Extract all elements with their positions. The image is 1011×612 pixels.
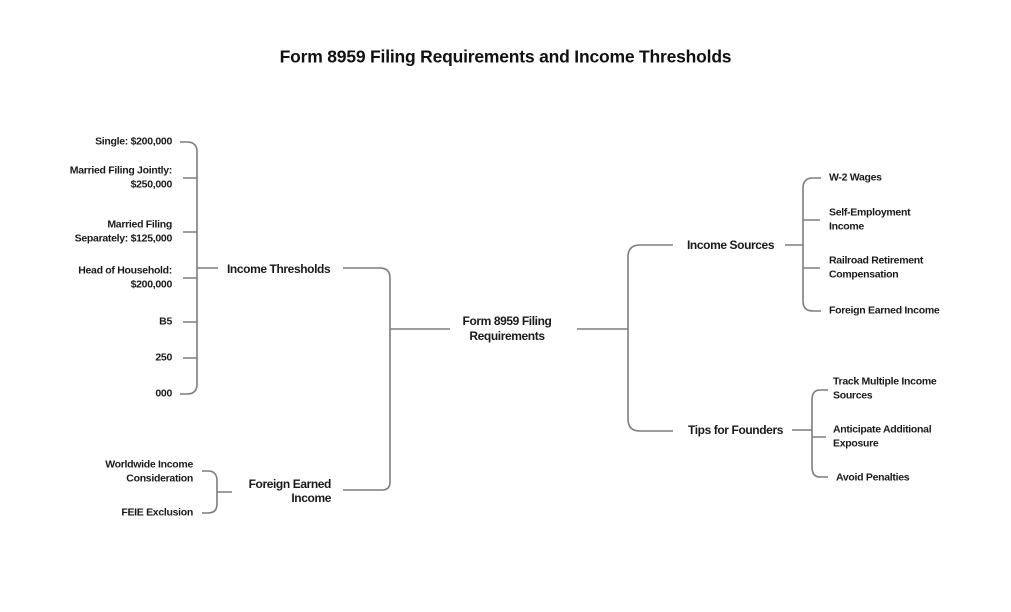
diagram-title: Form 8959 Filing Requirements and Income…: [279, 46, 732, 67]
node-income-thresholds: Income Thresholds: [227, 262, 331, 276]
connector-foreign-earned-children-bracket: [202, 470, 232, 514]
connector-income-thresholds-children-bracket: [180, 141, 198, 395]
node-b5: B5: [159, 315, 172, 328]
node-single-threshold: Single: $200,000: [95, 135, 172, 148]
node-income-sources: Income Sources: [687, 238, 775, 252]
node-foreign-earned-income-left: Foreign Earned Income: [248, 477, 332, 505]
node-married-jointly-threshold: Married Filing Jointly: $250,000: [69, 164, 173, 191]
node-000: 000: [155, 387, 172, 400]
node-root-form-8959: Form 8959 Filing Requirements: [462, 314, 552, 343]
node-250: 250: [155, 351, 172, 364]
node-avoid-penalties: Avoid Penalties: [836, 471, 910, 484]
node-track-multiple-income-sources: Track Multiple Income Sources: [833, 375, 937, 402]
node-head-of-household-threshold: Head of Household: $200,000: [78, 264, 172, 291]
connector-right-main-bracket: [627, 244, 673, 432]
connector-left-main-bracket: [343, 267, 391, 491]
node-anticipate-additional-exposure: Anticipate Additional Exposure: [833, 423, 932, 450]
node-worldwide-income-consideration: Worldwide Income Consideration: [105, 458, 193, 485]
connector-income-sources-children-bracket: [802, 177, 821, 312]
node-tips-for-founders: Tips for Founders: [688, 423, 783, 437]
node-self-employment-income: Self-Employment Income: [829, 206, 911, 233]
node-married-separately-threshold: Married Filing Separately: $125,000: [74, 218, 173, 245]
node-foreign-earned-income-right: Foreign Earned Income: [829, 304, 940, 317]
node-railroad-retirement-compensation: Railroad Retirement Compensation: [829, 254, 924, 281]
node-w2-wages: W-2 Wages: [829, 171, 882, 184]
connector-tips-children-bracket: [811, 389, 828, 478]
node-feie-exclusion: FEIE Exclusion: [121, 506, 193, 519]
